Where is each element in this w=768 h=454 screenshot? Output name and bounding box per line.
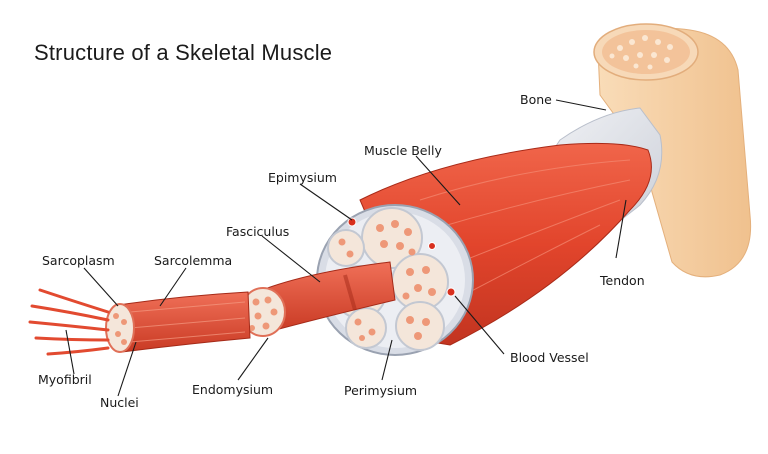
label-sarcolemma: Sarcolemma <box>154 253 233 268</box>
bone-shape <box>593 23 752 278</box>
label-nuclei: Nuclei <box>100 395 139 410</box>
label-bone: Bone <box>520 92 552 107</box>
muscle-fiber-shape <box>105 291 251 353</box>
leader-lines <box>65 99 627 397</box>
label-endomysium: Endomysium <box>192 382 274 397</box>
label-sarcoplasm: Sarcoplasm <box>42 253 115 268</box>
label-epimysium: Epimysium <box>268 170 337 185</box>
label-tendon: Tendon <box>600 273 645 288</box>
label-perimysium: Perimysium <box>344 383 418 398</box>
label-fasciculus: Fasciculus <box>226 224 290 239</box>
label-muscle-belly: Muscle Belly <box>364 143 442 158</box>
fasciculus-shape <box>240 261 396 337</box>
label-myofibril: Myofibril <box>38 372 92 387</box>
diagram-title: Structure of a Skeletal Muscle <box>34 40 333 65</box>
label-blood-vessel: Blood Vessel <box>510 350 589 365</box>
myofibril-strands <box>28 288 110 356</box>
